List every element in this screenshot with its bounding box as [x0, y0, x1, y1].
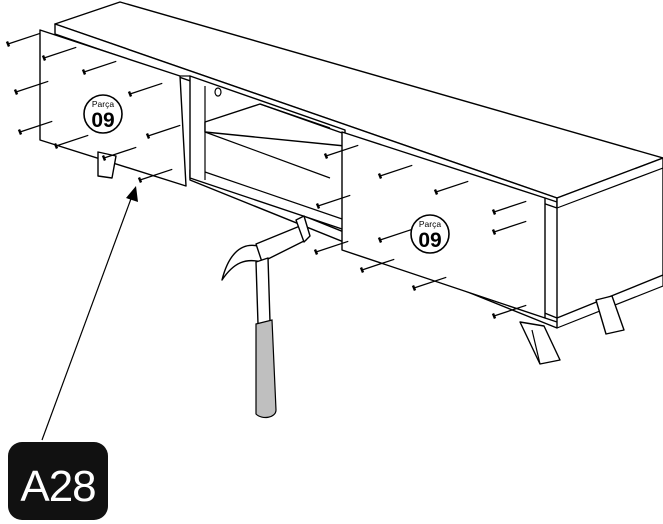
nail — [145, 124, 181, 139]
nail — [53, 134, 89, 149]
nail — [13, 80, 49, 95]
nail — [377, 164, 413, 179]
part-label-word: Parça — [419, 219, 441, 229]
nail — [491, 200, 527, 215]
nail — [41, 46, 77, 61]
part-label-number: 09 — [418, 229, 441, 252]
front-right-leg — [519, 321, 561, 365]
nail — [491, 304, 527, 319]
nail — [17, 120, 53, 135]
hammer-icon — [221, 215, 311, 419]
nail — [5, 32, 41, 47]
tv-unit — [39, 1, 663, 365]
tv-unit-legs — [97, 151, 625, 365]
nail — [313, 240, 349, 255]
nails — [5, 32, 527, 319]
cable-hole — [214, 87, 222, 97]
nail — [433, 180, 469, 195]
nail — [137, 168, 173, 183]
nail — [359, 258, 395, 273]
step-badge: A28 — [8, 442, 108, 520]
nail — [81, 60, 117, 75]
nail — [491, 220, 527, 235]
part-label-right: Parça 09 — [410, 214, 450, 254]
part-label-word: Parça — [92, 99, 114, 109]
nail — [377, 228, 413, 243]
nail — [411, 276, 447, 291]
part-label-left: Parça 09 — [83, 94, 123, 134]
part-label-number: 09 — [91, 109, 114, 132]
front-left-leg — [97, 151, 117, 179]
nail — [101, 146, 137, 161]
nail — [127, 82, 163, 97]
step-label: A28 — [20, 462, 95, 511]
back-right-leg — [595, 295, 625, 335]
nail — [323, 144, 359, 159]
nail — [315, 194, 351, 209]
middle-compartment — [189, 75, 346, 231]
direction-arrow — [41, 186, 138, 441]
